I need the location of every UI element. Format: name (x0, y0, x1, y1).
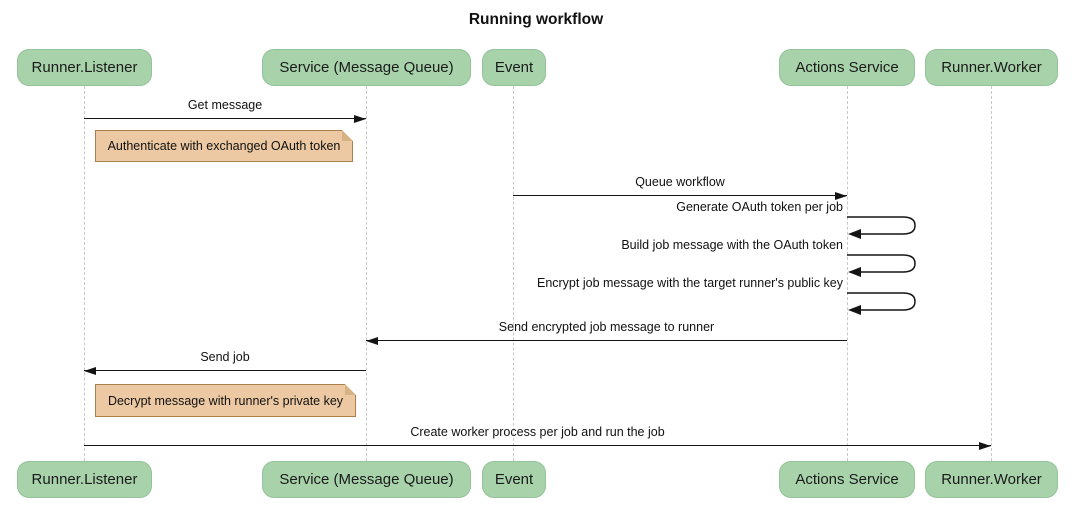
actor-top-event: Event (482, 49, 546, 86)
diagram-title: Running workflow (468, 11, 604, 28)
arrow-right-icon (84, 114, 366, 123)
actor-bottom-service-message-queue: Service (Message Queue) (262, 461, 471, 498)
actor-bottom-runner-listener: Runner.Listener (17, 461, 152, 498)
lifeline-runner-worker (991, 86, 992, 461)
note-authenticate-oauth: Authenticate with exchanged OAuth token (95, 130, 353, 162)
message-queue-workflow: Queue workflow (513, 173, 847, 200)
actor-bottom-actions-service: Actions Service (779, 461, 915, 498)
message-create-worker-process: Create worker process per job and run th… (84, 423, 991, 450)
actor-top-runner-listener: Runner.Listener (17, 49, 152, 86)
actor-bottom-event: Event (482, 461, 546, 498)
message-send-encrypted-job: Send encrypted job message to runner (366, 318, 847, 345)
arrow-right-icon (513, 191, 847, 200)
message-label: Send job (200, 350, 250, 364)
message-get-message: Get message (84, 96, 366, 123)
lifeline-service-message-queue (366, 86, 367, 461)
self-message-build-job-message: Build job message with the OAuth token (621, 238, 843, 252)
message-label: Get message (187, 98, 263, 112)
lifeline-actions-service (847, 86, 848, 461)
message-label: Create worker process per job and run th… (410, 425, 665, 439)
message-label: Queue workflow (635, 175, 725, 189)
lifeline-runner-listener (84, 86, 85, 461)
actor-top-runner-worker: Runner.Worker (925, 49, 1058, 86)
message-label: Send encrypted job message to runner (498, 320, 715, 334)
self-loop-arrow-icon (847, 292, 916, 315)
self-message-generate-oauth-token: Generate OAuth token per job (676, 200, 843, 214)
lifeline-event (513, 86, 514, 461)
actor-top-service-message-queue: Service (Message Queue) (262, 49, 471, 86)
arrow-left-icon (366, 336, 847, 345)
self-loop-arrow-icon (847, 254, 916, 277)
actor-bottom-runner-worker: Runner.Worker (925, 461, 1058, 498)
message-send-job: Send job (84, 348, 366, 375)
arrow-left-icon (84, 366, 366, 375)
note-decrypt-private-key: Decrypt message with runner's private ke… (95, 384, 356, 417)
self-loop-arrow-icon (847, 216, 916, 239)
actor-top-actions-service: Actions Service (779, 49, 915, 86)
arrow-right-icon (84, 441, 991, 450)
self-message-encrypt-job-message: Encrypt job message with the target runn… (536, 276, 843, 290)
